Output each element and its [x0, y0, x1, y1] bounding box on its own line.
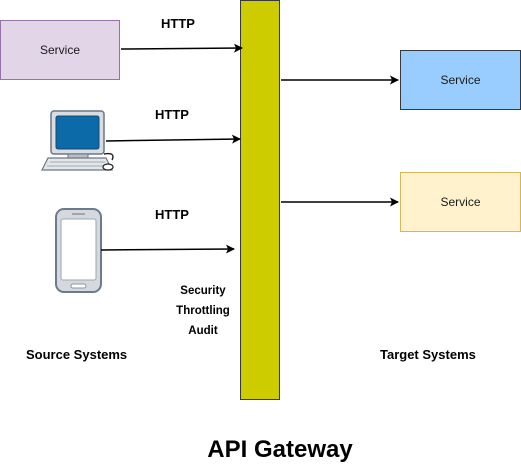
target-service-box-2: Service: [400, 172, 521, 232]
source-service-box: Service: [0, 20, 120, 80]
policy-throttling: Throttling: [176, 305, 230, 317]
http-label-1: HTTP: [161, 16, 195, 31]
target-service-box-1: Service: [400, 50, 521, 110]
source-service-label: Service: [39, 43, 80, 57]
arrow-mobile-to-gateway: [100, 244, 235, 254]
policy-audit: Audit: [188, 325, 218, 337]
target-service-label-2: Service: [440, 195, 481, 209]
http-label-3: HTTP: [155, 207, 189, 222]
api-gateway-bar: [240, 0, 280, 400]
arrow-service-to-gateway: [120, 43, 243, 53]
policy-security: Security: [180, 285, 226, 297]
target-service-label-1: Service: [440, 73, 481, 87]
diagram-title: API Gateway: [207, 436, 353, 463]
source-systems-caption: Source Systems: [26, 347, 128, 362]
http-label-2: HTTP: [155, 107, 189, 122]
arrow-desktop-to-gateway: [105, 134, 241, 144]
target-systems-caption: Target Systems: [380, 347, 476, 362]
